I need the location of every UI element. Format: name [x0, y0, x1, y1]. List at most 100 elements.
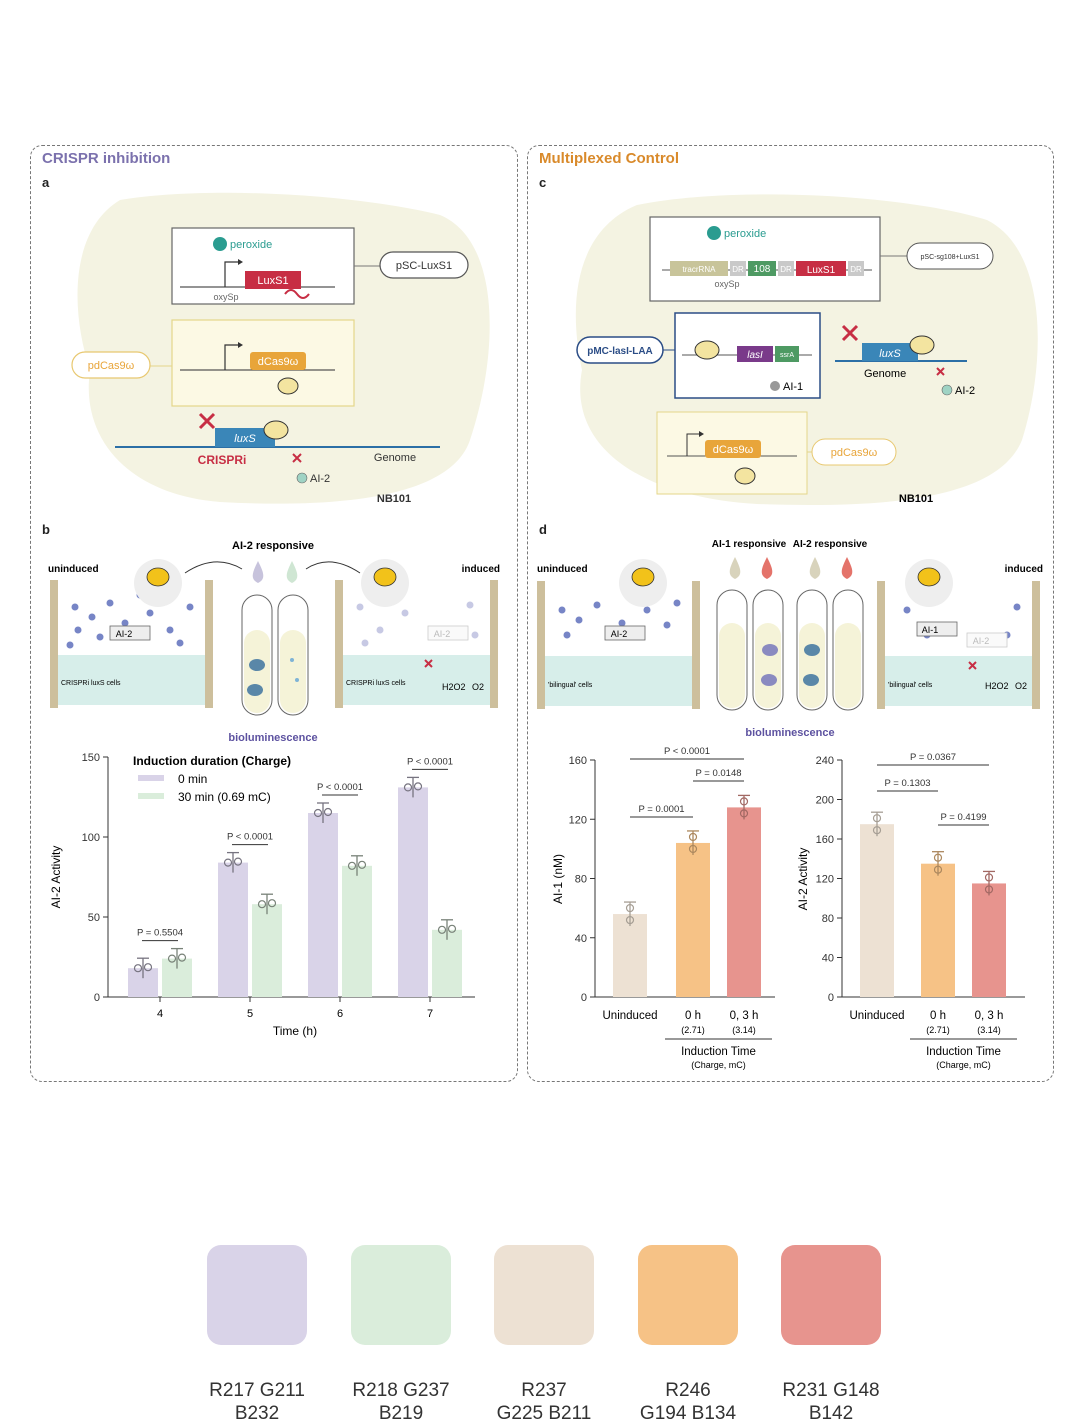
cells-label-left: CRISPRi luxS cells — [61, 680, 121, 687]
ai1-box-d: AI-1 — [922, 625, 939, 635]
p-value-1: P = 0.1303 — [884, 778, 930, 789]
ssra-tag: ssrA — [780, 352, 794, 359]
replicate-point — [403, 783, 413, 792]
group-sublabel: (Charge, mC) — [936, 1060, 991, 1070]
y-axis-label: AI-2 Activity — [796, 848, 810, 911]
peroxide-label-c: peroxide — [724, 228, 766, 240]
left-panel-title: CRISPR inhibition — [42, 150, 171, 167]
y-tick-label: 80 — [575, 874, 587, 886]
dcas-protein-icon-c — [734, 467, 756, 485]
legend-title: Induction duration (Charge) — [133, 754, 291, 768]
bioluminescence-label: bioluminescence — [228, 732, 317, 744]
replicate-point — [233, 857, 243, 866]
dr-3: DR — [850, 265, 862, 274]
x-tick-sublabel: (2.71) — [681, 1025, 705, 1035]
x-tick-label: 5 — [247, 1008, 253, 1020]
replicate-point — [357, 860, 367, 869]
replicate-point — [625, 903, 635, 913]
y-tick-label: 160 — [816, 834, 834, 846]
right-panel-title: Multiplexed Control — [539, 150, 679, 167]
replicate-point — [739, 809, 749, 818]
bar-0min-7 — [398, 787, 428, 997]
y-tick-label: 150 — [82, 752, 100, 764]
x-tick-label: 0, 3 h — [730, 1010, 759, 1022]
label-a: a — [42, 175, 50, 190]
bar-0 — [860, 824, 894, 997]
ai2-blocked-icon-c — [936, 367, 945, 376]
test-tubes-d — [716, 589, 864, 711]
receptor-icon-right — [373, 567, 397, 587]
replicate-point — [223, 858, 233, 867]
p-value-0: P = 0.0367 — [910, 752, 956, 763]
bar-2 — [972, 883, 1006, 997]
bar-2 — [727, 807, 761, 997]
swatch-4 — [638, 1245, 738, 1345]
replicate-point — [625, 915, 635, 925]
bioluminescence-label-d: bioluminescence — [745, 727, 834, 739]
p-value-6: P < 0.0001 — [317, 782, 363, 793]
strain-label-a: NB101 — [377, 493, 411, 505]
diagram-c: peroxide tracrRNA DR 108 DR LuxS1 DR oxy… — [575, 194, 1038, 505]
bar-0min-6 — [308, 813, 338, 997]
y-tick-label: 50 — [88, 912, 100, 924]
y-tick-label: 100 — [82, 832, 100, 844]
p-value-0: P < 0.0001 — [664, 746, 710, 757]
group-label: Induction Time — [926, 1046, 1001, 1058]
x-tick-label: 0, 3 h — [975, 1010, 1004, 1022]
luxs1-gene-c: LuxS1 — [807, 265, 836, 276]
label-b: b — [42, 522, 50, 537]
x-tick-label: Uninduced — [850, 1010, 905, 1022]
swatch-3 — [494, 1245, 594, 1345]
replicate-point — [984, 885, 994, 894]
drop-icon-red-2 — [841, 557, 853, 579]
y-tick-label: 120 — [569, 814, 587, 826]
replicate-point — [257, 900, 267, 909]
dcas-gene-c: dCas9ω — [713, 444, 754, 456]
ai2-box-faded-d: AI-2 — [973, 636, 990, 646]
x-tick-label: 6 — [337, 1008, 343, 1020]
receptor-icon-d-right — [917, 567, 941, 587]
replicate-point — [177, 953, 187, 962]
induced-label: induced — [462, 564, 500, 575]
luxs1-gene: LuxS1 — [257, 275, 288, 287]
drop-icon-green — [286, 561, 298, 583]
p-value-7: P < 0.0001 — [407, 756, 453, 767]
diagram-a: peroxide LuxS1 oxySp pSC-LuxS1 dCas9ω pd… — [71, 192, 490, 505]
strain-label-c: NB101 — [899, 493, 933, 505]
swatch-1 — [207, 1245, 307, 1345]
blocked-icon — [198, 412, 216, 430]
bar-1 — [676, 842, 710, 997]
ai2-label-c: AI-2 — [955, 385, 975, 397]
replicate-point — [933, 853, 943, 862]
pmc-lasi-plasmid: pMC-lasI-LAA — [587, 346, 653, 357]
y-tick-label: 200 — [816, 795, 834, 807]
receptor-icon-d-left — [631, 567, 655, 587]
diagram-b: AI-2 responsive uninduced induced AI-2 A… — [48, 540, 500, 744]
ai1-responsive-label: AI-1 responsive — [712, 539, 787, 550]
drop-icon-beige-1 — [729, 557, 741, 579]
p-value-1: P = 0.0148 — [695, 768, 741, 779]
cells-label-d-left: 'bilingual' cells — [548, 682, 593, 689]
replicate-point — [688, 832, 698, 842]
lasi-gene: lasI — [747, 350, 763, 361]
replicate-point — [267, 899, 277, 908]
receptor-icon-left — [146, 567, 170, 587]
swatch-5 — [781, 1245, 881, 1345]
y-tick-label: 40 — [822, 953, 834, 965]
x-tick-label: 4 — [157, 1008, 163, 1020]
dcas-bound-icon — [263, 420, 289, 440]
genome-label-c: Genome — [864, 368, 906, 380]
replicate-point — [323, 807, 333, 817]
ai2-dot-icon-c — [941, 384, 953, 396]
ai1-label-c: AI-1 — [783, 381, 803, 393]
replicate-point — [313, 808, 323, 818]
oxysp-label: oxySp — [213, 292, 238, 302]
blocked-icon-c — [841, 324, 859, 342]
genome-label: Genome — [374, 452, 416, 464]
